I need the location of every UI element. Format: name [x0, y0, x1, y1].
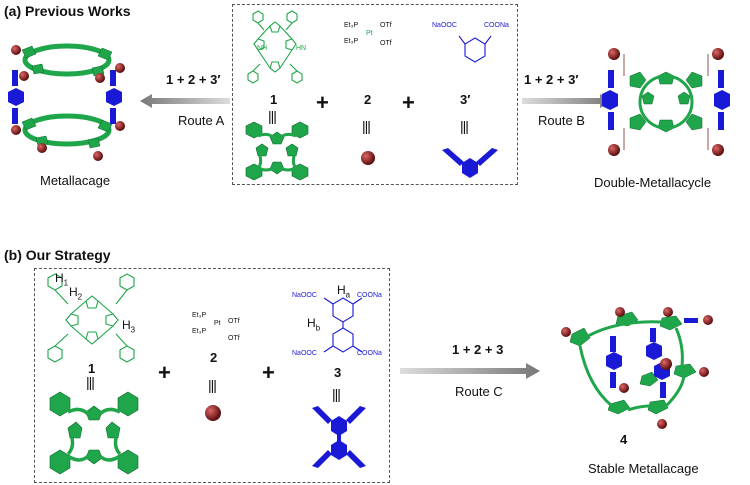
biphenyl-cartoon: [312, 406, 366, 468]
compound-3-number-b: 3: [334, 365, 342, 380]
biphenyl-structure: [323, 297, 363, 353]
naooc-bot-label: NaOOC: [292, 350, 317, 357]
otf-top-a: OTf: [380, 22, 392, 29]
naooc-top-label: NaOOC: [292, 292, 317, 299]
double-metallacycle-model-a: [602, 48, 730, 156]
route-c-label: Route C: [455, 384, 503, 399]
double-metallacycle-caption-a: Double-Metallacycle: [594, 175, 712, 190]
pt-label-b: Pt: [214, 320, 221, 327]
section-b-title: (b) Our Strategy: [4, 247, 111, 263]
porphyrin-cartoon-a: [245, 121, 309, 181]
compound-2-number-a: 2: [364, 92, 372, 107]
triple-bar-3-b: |||: [332, 386, 341, 402]
otf-bot-a: OTf: [380, 40, 392, 47]
nh-label-a: NH: [257, 45, 268, 52]
route-c-arrow: [400, 363, 540, 379]
isophthalate-cartoon-a: [442, 148, 498, 178]
compound-1-number-a: 1: [270, 92, 278, 107]
coona-label-a: COONa: [484, 22, 509, 29]
otf-top-b: OTf: [228, 318, 240, 325]
stable-metallacage-model: [561, 307, 713, 429]
compound-4-number: 4: [620, 432, 628, 447]
pt-ball-b: [205, 405, 221, 421]
porphyrin-structure-b: [47, 273, 135, 363]
pt-ball-a: [361, 151, 375, 165]
coona-top-label: COONa: [357, 292, 382, 299]
route-b-equation: 1 + 2 + 3′: [524, 72, 579, 87]
pt-et3p-top-a: Et₃P: [344, 22, 359, 29]
pt-label-a: Pt: [366, 30, 373, 37]
plus-sign-a2: +: [402, 90, 415, 115]
porphyrin-cartoon-b: [49, 391, 139, 475]
triple-bar-3-a: |||: [460, 118, 469, 134]
section-a-title: (a) Previous Works: [4, 3, 131, 19]
triple-bar-1-a: |||: [268, 108, 277, 124]
reactants-box-a: [232, 4, 518, 185]
triple-bar-2-a: |||: [362, 118, 371, 134]
plus-sign-b1: +: [158, 360, 171, 385]
pt-et3p-bot-a: Et₃P: [344, 38, 359, 45]
porphyrin-structure-a: [247, 10, 303, 84]
isophthalate-structure-a: [458, 35, 492, 63]
h3-label: H3: [122, 318, 136, 335]
plus-sign-a1: +: [316, 90, 329, 115]
route-b-label: Route B: [538, 113, 585, 128]
reactants-box-b: [34, 268, 390, 483]
hn-label-a: HN: [296, 45, 307, 52]
otf-bot-b: OTf: [228, 335, 240, 342]
route-a-arrow: [140, 94, 230, 108]
route-a-equation: 1 + 2 + 3′: [166, 72, 221, 87]
naooc-label-a: NaOOC: [432, 22, 457, 29]
compound-2-number-b: 2: [210, 350, 218, 365]
triple-bar-1-b: |||: [86, 374, 95, 390]
metallacage-caption-a: Metallacage: [40, 173, 111, 188]
metallacage-model-a: [8, 43, 125, 161]
compound-1-number-b: 1: [88, 361, 96, 376]
h1-label: H1: [55, 271, 69, 288]
route-a-label: Route A: [178, 113, 225, 128]
compound-3prime-number-a: 3′: [460, 92, 471, 107]
coona-bot-label: COONa: [357, 350, 382, 357]
plus-sign-b2: +: [262, 360, 275, 385]
ha-label: Ha: [337, 283, 351, 300]
route-b-arrow: [522, 94, 612, 108]
stable-metallacage-caption: Stable Metallacage: [588, 461, 699, 476]
route-c-equation: 1 + 2 + 3: [452, 342, 504, 357]
h2-label: H2: [69, 285, 83, 302]
hb-label: Hb: [307, 316, 321, 333]
pt-et3p-bot-b: Et₃P: [192, 328, 207, 335]
pt-et3p-top-b: Et₃P: [192, 312, 207, 319]
triple-bar-2-b: |||: [208, 377, 217, 393]
